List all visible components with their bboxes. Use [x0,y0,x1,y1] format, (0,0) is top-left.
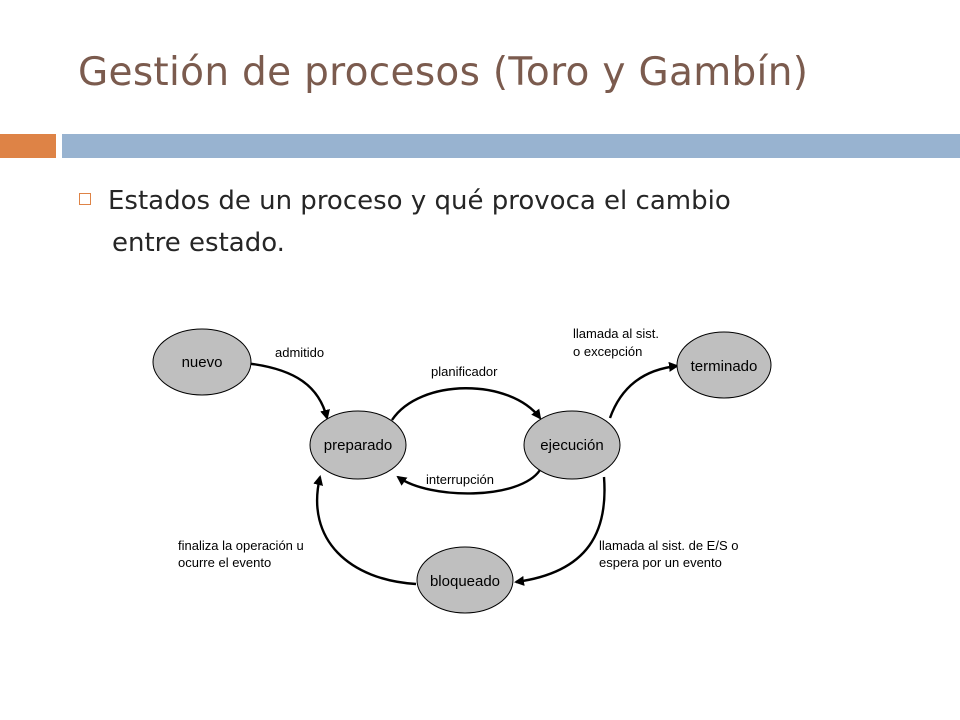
edge-label-admitido: admitido [275,345,324,360]
node-nuevo: nuevo [152,328,252,396]
node-ejecucion: ejecución [523,410,621,480]
edge-label-exit-line2: o excepción [573,344,642,359]
edge-wake [313,475,417,586]
accent-bar-blue [62,134,960,158]
node-terminado: terminado [676,331,772,399]
bullet-text: Estados de un proceso y qué provoca el c… [108,180,898,264]
bullet-text-line2: entre estado. [112,228,285,258]
edge-exit [608,361,679,419]
slide-title: Gestión de procesos (Toro y Gambín) [78,50,809,95]
node-terminado-label: terminado [691,358,758,375]
edge-wait [514,476,606,586]
edge-label-wake-line2: ocurre el evento [178,555,271,570]
edge-label-exit-line1: llamada al sist. [573,326,659,341]
bullet-text-line1: Estados de un proceso y qué provoca el c… [108,186,731,216]
edge-planificador [391,387,542,421]
accent-bar-orange [0,134,56,158]
node-preparado: preparado [309,410,407,480]
node-nuevo-label: nuevo [182,354,223,371]
node-preparado-label: preparado [324,437,392,454]
bullet-square-icon [79,193,91,205]
edge-label-planificador: planificador [431,364,498,379]
edge-label-wake-line1: finaliza la operación u [178,538,304,553]
node-bloqueado-label: bloqueado [430,573,500,590]
edge-label-interrupcion: interrupción [426,472,494,487]
edge-interrupcion [396,469,541,495]
edge-label-wait-line1: llamada al sist. de E/S o [599,538,738,553]
node-ejecucion-label: ejecución [540,437,603,454]
edge-label-wait-line2: espera por un evento [599,555,722,570]
edge-admitido [231,360,330,420]
node-bloqueado: bloqueado [416,546,514,614]
